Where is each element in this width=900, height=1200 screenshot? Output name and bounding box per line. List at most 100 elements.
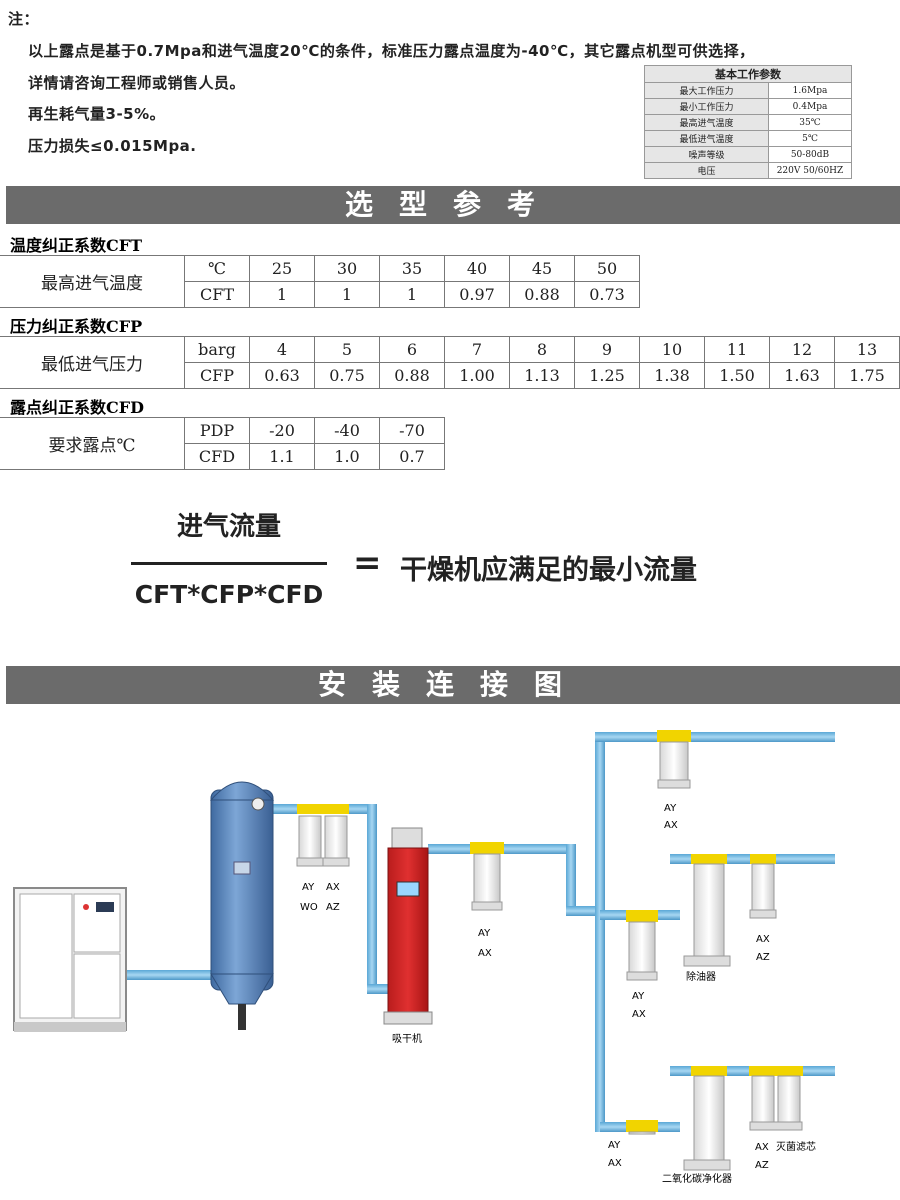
branch2b-label-ax: AX	[756, 934, 770, 945]
cfp-head-cell: 5	[314, 336, 380, 363]
cft-factor-cell: 1	[379, 281, 445, 308]
cfp-factor-cell: 0.88	[379, 362, 445, 389]
cfp-factor-cell: 1.13	[509, 362, 575, 389]
cfd-head-label: PDP	[184, 417, 250, 444]
branch2-filter	[626, 910, 658, 981]
air-receiver-tank	[209, 781, 275, 1030]
cfp-head-cell: 7	[444, 336, 510, 363]
spec-value: 50-80dB	[768, 146, 852, 163]
cfp-factor-cell: 1.00	[444, 362, 510, 389]
filter1-label-wo: WO	[300, 902, 318, 913]
cfp-head-cell: 9	[574, 336, 640, 363]
spec-table-title: 基本工作参数	[644, 65, 852, 83]
cfd-row-label: 要求露点℃	[0, 417, 185, 470]
cfp-factor-cell: 1.63	[769, 362, 835, 389]
formula-equals: =	[353, 543, 382, 583]
cft-factor-cell: 0.97	[444, 281, 510, 308]
cfp-head-cell: 6	[379, 336, 445, 363]
cfd-factor-cell: 1.1	[249, 443, 315, 470]
cft-factor-cell: 1	[314, 281, 380, 308]
cfp-head-cell: 10	[639, 336, 705, 363]
notes-title: 注：	[8, 10, 40, 28]
branch2-label-ax: AX	[632, 1009, 646, 1020]
air-compressor	[13, 887, 127, 1032]
cfd-head-cell: -40	[314, 417, 380, 444]
branch2b-label-az: AZ	[756, 952, 770, 963]
cfp-factor-cell: 1.38	[639, 362, 705, 389]
cft-factor-label: CFT	[184, 281, 250, 308]
cfp-factor-cell: 0.75	[314, 362, 380, 389]
cfd-head-cell: -70	[379, 417, 445, 444]
branch2-label-ay: AY	[632, 991, 645, 1002]
formula-denominator: CFT*CFP*CFD	[134, 580, 324, 609]
cfp-factor-cell: 1.50	[704, 362, 770, 389]
filter1-label-az: AZ	[326, 902, 340, 913]
cft-head-cell: 40	[444, 255, 510, 282]
cfp-factor-cell: 1.75	[834, 362, 900, 389]
branch1-label-ax: AX	[664, 820, 678, 831]
cfp-head-cell: 13	[834, 336, 900, 363]
cft-factor-cell: 0.88	[509, 281, 575, 308]
cfd-head-cell: -20	[249, 417, 315, 444]
cfd-factor-label: CFD	[184, 443, 250, 470]
spec-key: 最小工作压力	[644, 98, 769, 115]
cft-head-cell: 35	[379, 255, 445, 282]
cfp-head-cell: 8	[509, 336, 575, 363]
cfd-factor-cell: 0.7	[379, 443, 445, 470]
notes-line-3: 再生耗气量3-5%。	[28, 105, 166, 123]
formula-numerator: 进气流量	[176, 512, 281, 542]
branch1-label-ay: AY	[664, 803, 677, 814]
spec-key: 噪声等级	[644, 146, 769, 163]
branch2b-filter	[749, 854, 777, 919]
spec-value: 35℃	[768, 114, 852, 131]
filter2-label-ay: AY	[478, 928, 491, 939]
spec-key: 最高进气温度	[644, 114, 769, 131]
spec-value: 220V 50/60HZ	[768, 162, 852, 179]
spec-key: 最大工作压力	[644, 82, 769, 99]
cft-table: 最高进气温度 ℃ 25 30 35 40 45 50 CFT 1 1 1 0.9…	[0, 255, 640, 308]
cfp-row-label: 最低进气压力	[0, 336, 185, 389]
branch3b-label-az: AZ	[755, 1160, 769, 1171]
notes-line-4: 压力损失≤0.015Mpa.	[28, 137, 197, 155]
cfp-factor-label: CFP	[184, 362, 250, 389]
branch3b-label-ax: AX	[755, 1142, 769, 1153]
spec-value: 1.6Mpa	[768, 82, 852, 99]
cfp-table: 最低进气压力 barg 4 5 6 7 8 9 10 11 12 13 CFP …	[0, 336, 900, 389]
branch3-label-ay: AY	[608, 1140, 621, 1151]
spec-value: 0.4Mpa	[768, 98, 852, 115]
selection-banner: 选型参考	[6, 186, 900, 224]
cfp-head-cell: 4	[249, 336, 315, 363]
spec-value: 5℃	[768, 130, 852, 147]
filter-group-1	[296, 804, 350, 867]
sterile-filter-label: 灭菌滤芯	[776, 1140, 816, 1153]
cfd-factor-cell: 1.0	[314, 443, 380, 470]
filter1-label-ax: AX	[326, 882, 340, 893]
cft-head-cell: 25	[249, 255, 315, 282]
spec-key: 最低进气温度	[644, 130, 769, 147]
cfp-head-cell: 12	[769, 336, 835, 363]
cft-row-label: 最高进气温度	[0, 255, 185, 308]
sterile-filter	[749, 1066, 803, 1131]
cft-head-label: ℃	[184, 255, 250, 282]
formula-result: 干燥机应满足的最小流量	[400, 555, 697, 586]
filter-2	[470, 842, 504, 911]
cft-factor-cell: 0.73	[574, 281, 640, 308]
notes-line-2: 详情请咨询工程师或销售人员。	[28, 74, 246, 92]
branch3-label-ax: AX	[608, 1158, 622, 1169]
cfp-title: 压力纠正系数CFP	[10, 317, 143, 336]
co2-purifier	[683, 1066, 731, 1171]
cfd-title: 露点纠正系数CFD	[10, 398, 144, 417]
desiccant-dryer	[383, 827, 433, 1025]
branch3-filter	[626, 1120, 658, 1135]
dryer-label: 吸干机	[392, 1032, 422, 1045]
cft-head-cell: 45	[509, 255, 575, 282]
branch1-filter	[657, 730, 691, 789]
cft-factor-cell: 1	[249, 281, 315, 308]
filter1-label-ay: AY	[302, 882, 315, 893]
cft-head-cell: 30	[314, 255, 380, 282]
cfp-factor-cell: 0.63	[249, 362, 315, 389]
oil-remover	[683, 854, 731, 967]
install-banner: 安装连接图	[6, 666, 900, 704]
cft-head-cell: 50	[574, 255, 640, 282]
